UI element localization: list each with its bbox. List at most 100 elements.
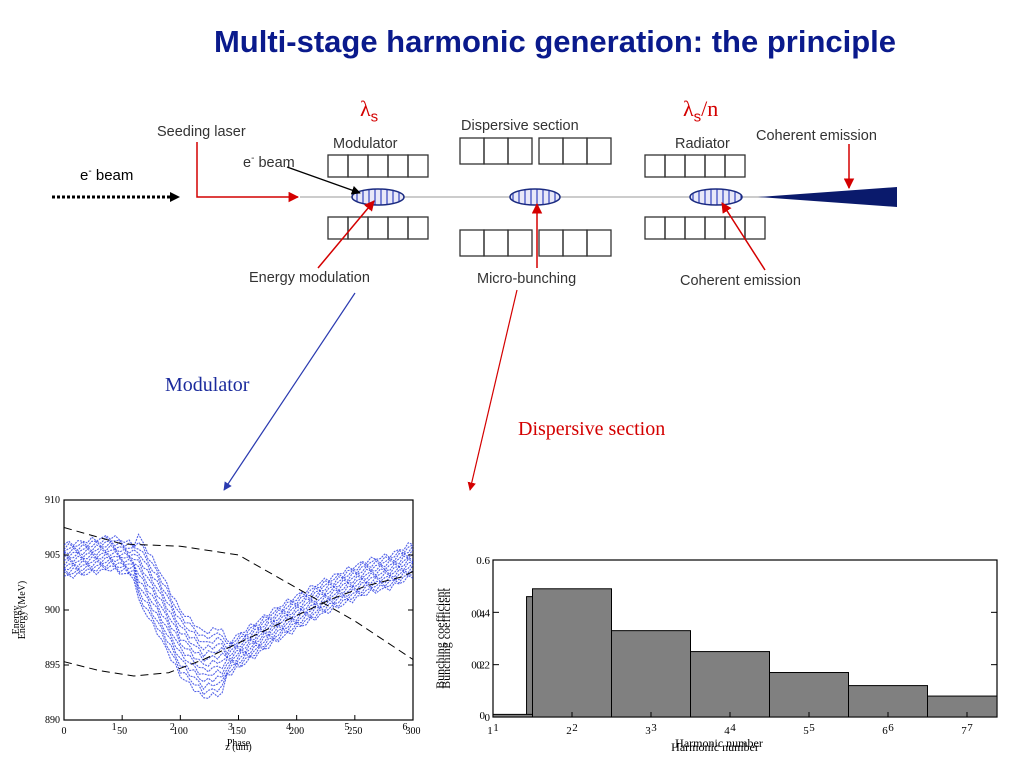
particle-trace bbox=[63, 552, 414, 673]
particle-trace bbox=[63, 567, 414, 699]
bunching-chart: 0 0.2 0.4 0.6 0 0.2 0.4 1 2 3 4 5 6 7 1 2 3 4 5 6 7Harmonic … bbox=[433, 555, 998, 754]
x-tick-label: 3 bbox=[651, 722, 657, 734]
e-beam-outer-label: e- beam bbox=[80, 166, 134, 184]
energy-modulation-label: Energy modulation bbox=[249, 270, 370, 286]
y-tick-label: 905 bbox=[45, 550, 60, 561]
dashed-curve-2 bbox=[63, 571, 414, 677]
y-tick-label: 0 bbox=[485, 712, 491, 724]
x-phase-tick-label: 6 bbox=[403, 722, 408, 733]
seeding-laser-path bbox=[196, 142, 300, 203]
lambda-s-label: λs bbox=[360, 96, 379, 126]
particle-trace bbox=[63, 557, 414, 683]
x-tick-label: 6 bbox=[888, 722, 894, 734]
bar-harmonic-2 bbox=[532, 588, 612, 718]
energy-modulation-pointer bbox=[317, 200, 375, 269]
particle-trace bbox=[63, 541, 414, 655]
particle-trace bbox=[63, 540, 414, 650]
particle-trace bbox=[63, 536, 414, 645]
modulator-magnets-bottom bbox=[327, 216, 429, 240]
particle-band bbox=[63, 533, 414, 699]
modulator-label: Modulator bbox=[333, 136, 398, 152]
x-axis-label: Harmonic number bbox=[671, 740, 759, 754]
x-phase-tick-label: 1 bbox=[112, 722, 117, 733]
y-tick-label-shadow: 0.4 bbox=[471, 609, 485, 621]
y-tick-label: 0.4 bbox=[476, 607, 490, 619]
x-tick-label: 7 bbox=[967, 722, 973, 734]
y-axis-label: Bunching coefficient bbox=[433, 587, 447, 688]
plot-frame bbox=[63, 499, 414, 721]
bar-harmonic-7 bbox=[927, 695, 998, 718]
emission-cone bbox=[758, 187, 897, 207]
x-phase-tick-label: 4 bbox=[286, 722, 291, 733]
particle-trace bbox=[63, 544, 414, 658]
x-tick-label: 2 bbox=[572, 722, 578, 734]
fel-schematic bbox=[52, 137, 897, 271]
radiator-label: Radiator bbox=[675, 136, 730, 152]
particle-trace bbox=[63, 550, 414, 667]
seeding-laser-label: Seeding laser bbox=[157, 124, 246, 140]
x-tick-label: 5 bbox=[809, 722, 815, 734]
modulator-to-chart-arrow bbox=[223, 292, 356, 491]
radiator-magnets-bottom bbox=[644, 216, 766, 240]
y-tick-label-shadow: 0 bbox=[480, 710, 486, 722]
x-phase-tick-label: 2 bbox=[170, 722, 175, 733]
modulator-annotation: Modulator bbox=[165, 374, 250, 396]
x-tick-label: 0 bbox=[62, 726, 67, 737]
y-tick-label-shadow: 0.2 bbox=[471, 659, 485, 671]
dispersive-magnets-bottom bbox=[459, 229, 612, 257]
y-tick-label: 0.6 bbox=[476, 555, 490, 567]
dispersive-section-annotation: Dispersive section bbox=[518, 418, 666, 440]
dispersive-section-label: Dispersive section bbox=[461, 118, 579, 134]
bar-harmonic-4 bbox=[690, 651, 770, 718]
y-tick-label: 890 bbox=[45, 715, 60, 726]
x-axis-label-overlay: Phase bbox=[227, 738, 251, 749]
bar-harmonic-6 bbox=[848, 685, 928, 718]
x-tick-label-shadow: 6 bbox=[882, 725, 888, 737]
y-tick-label: 910 bbox=[45, 495, 60, 506]
y-tick-label: 0.2 bbox=[476, 660, 490, 672]
x-tick-label: 200 bbox=[289, 726, 304, 737]
particle-trace bbox=[63, 533, 414, 644]
e-beam-pointer bbox=[286, 166, 361, 195]
x-tick-label-shadow: 3 bbox=[645, 725, 651, 737]
coherent-emission-bottom-label: Coherent emission bbox=[680, 273, 801, 289]
e-beam-inner-label: e- beam bbox=[243, 153, 295, 171]
y-axis-label-shadow: Bunching coefficient bbox=[439, 587, 453, 688]
y-tick-label: 900 bbox=[45, 605, 60, 616]
dispersive-to-chart-arrow bbox=[467, 289, 518, 491]
bar-harmonic-3 bbox=[611, 630, 691, 718]
y-tick-label: 895 bbox=[45, 660, 60, 671]
y-axis-label: Energy (MeV) bbox=[17, 581, 28, 639]
x-tick-label-shadow: 4 bbox=[724, 725, 730, 737]
bar-harmonic-5 bbox=[769, 672, 849, 718]
x-tick-label: 50 bbox=[117, 726, 127, 737]
x-tick-label-shadow: 7 bbox=[961, 725, 967, 737]
x-tick-label: 300 bbox=[406, 726, 421, 737]
bunch-radiator bbox=[689, 188, 743, 206]
x-tick-label-shadow: 2 bbox=[566, 725, 572, 737]
x-axis-label: z (um) bbox=[225, 742, 251, 753]
page-title: Multi-stage harmonic generation: the pri… bbox=[213, 24, 897, 59]
x-phase-tick-label: 5 bbox=[344, 722, 349, 733]
lambda-s-over-n-label: λs/n bbox=[683, 96, 719, 126]
x-phase-tick-label: 3 bbox=[228, 722, 233, 733]
particle-trace bbox=[63, 556, 414, 676]
x-tick-label: 150 bbox=[231, 726, 246, 737]
y-axis-label-overlay: Energy bbox=[11, 606, 22, 635]
modulator-magnets-top bbox=[327, 154, 429, 178]
dispersive-magnets-top bbox=[459, 137, 612, 165]
particle-trace bbox=[63, 564, 414, 696]
x-tick-label: 4 bbox=[730, 722, 736, 734]
x-tick-label: 1 bbox=[493, 722, 499, 734]
x-tick-label-shadow: 1 bbox=[487, 725, 493, 737]
x-axis-label-shadow: Harmonic number bbox=[675, 736, 763, 750]
coherent-emission-top-label: Coherent emission bbox=[756, 128, 877, 144]
particle-trace bbox=[63, 548, 414, 663]
radiator-magnets-top bbox=[644, 154, 746, 178]
micro-bunching-label: Micro-bunching bbox=[477, 271, 577, 287]
x-tick-label-shadow: 5 bbox=[803, 725, 809, 737]
coherent-emission-pointer bbox=[721, 202, 766, 271]
x-tick-label: 250 bbox=[347, 726, 362, 737]
